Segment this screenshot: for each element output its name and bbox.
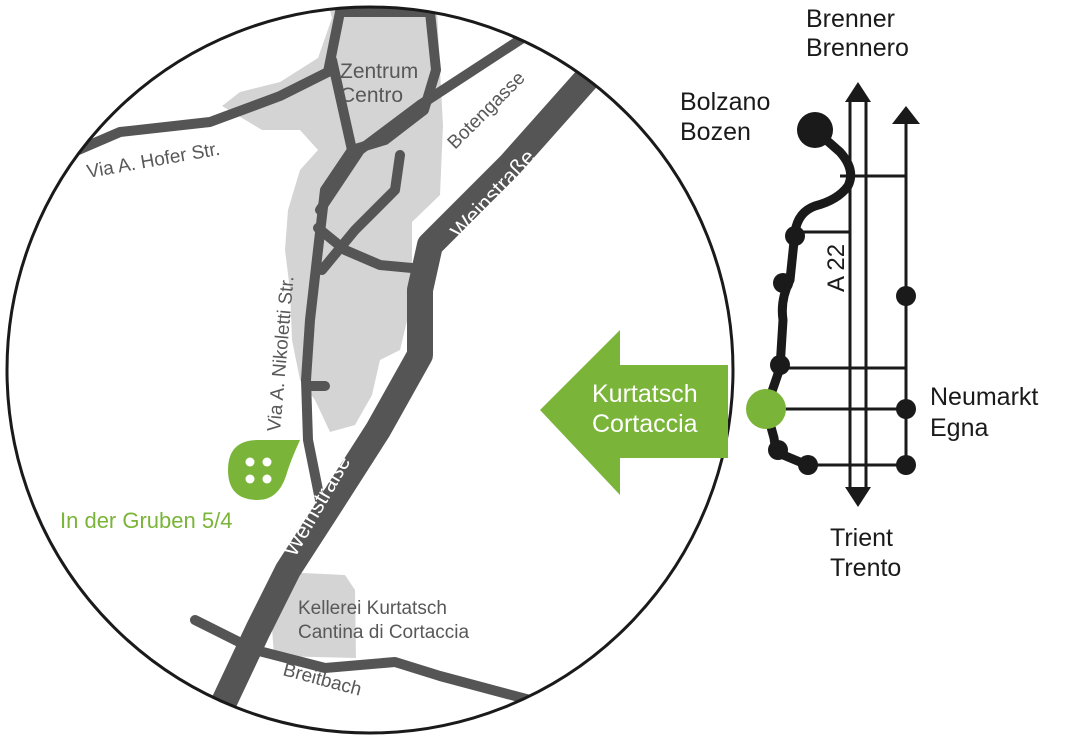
arrow-label-1: Kurtatsch (592, 380, 698, 408)
area-label-winery-2: Cantina di Cortaccia (298, 622, 470, 643)
area-label-winery-1: Kellerei Kurtatsch (298, 598, 447, 619)
area-label-center-1: Zentrum (340, 60, 418, 83)
north-label-2: Brennero (806, 34, 909, 62)
north-label-1: Brenner (806, 5, 895, 33)
local-road (761, 125, 856, 414)
location-pin-icon[interactable] (228, 440, 300, 500)
street-botengasse (315, 25, 540, 215)
map-frame (5, 5, 735, 735)
street-label-nikoletti: Via A. Nikoletti Str. (264, 275, 299, 432)
street-inner-3 (313, 223, 417, 273)
bolzano-label-1: Bolzano (680, 88, 770, 116)
street-label-hofer: Via A. Hofer Str. (85, 139, 221, 183)
south-label-1: Trient (830, 524, 893, 552)
neumarkt-label-1: Neumarkt (930, 383, 1038, 411)
winery-area (270, 572, 356, 658)
highway-south-arrow (845, 487, 871, 507)
street-label-weinstrasse-north: Weinstraße (445, 144, 540, 243)
road-north-arrow (892, 106, 920, 124)
kurtatsch-dot[interactable] (746, 389, 786, 429)
destination-address: In der Gruben 5/4 (60, 508, 232, 533)
bolzano-label-2: Bozen (680, 118, 751, 146)
area-label-center-2: Centro (340, 84, 403, 107)
street-center-loop (323, 7, 441, 155)
arrow-left-icon (540, 330, 728, 495)
road-weinstrasse (188, 66, 600, 733)
bolzano-dot (797, 112, 833, 148)
regional-map: A 22 Brenner Brennero Bolzano Bozen Neum… (680, 5, 1038, 582)
village-center-area (222, 10, 443, 432)
neumarkt-label-2: Egna (930, 414, 988, 442)
direction-arrow: Kurtatsch Cortaccia (540, 330, 728, 495)
street-hofer (15, 67, 333, 180)
south-label-2: Trento (830, 554, 901, 582)
street-inner-1 (301, 145, 357, 505)
arrow-label-2: Cortaccia (592, 410, 698, 438)
highway-label: A 22 (823, 244, 850, 292)
highway-north-arrow (845, 82, 871, 102)
